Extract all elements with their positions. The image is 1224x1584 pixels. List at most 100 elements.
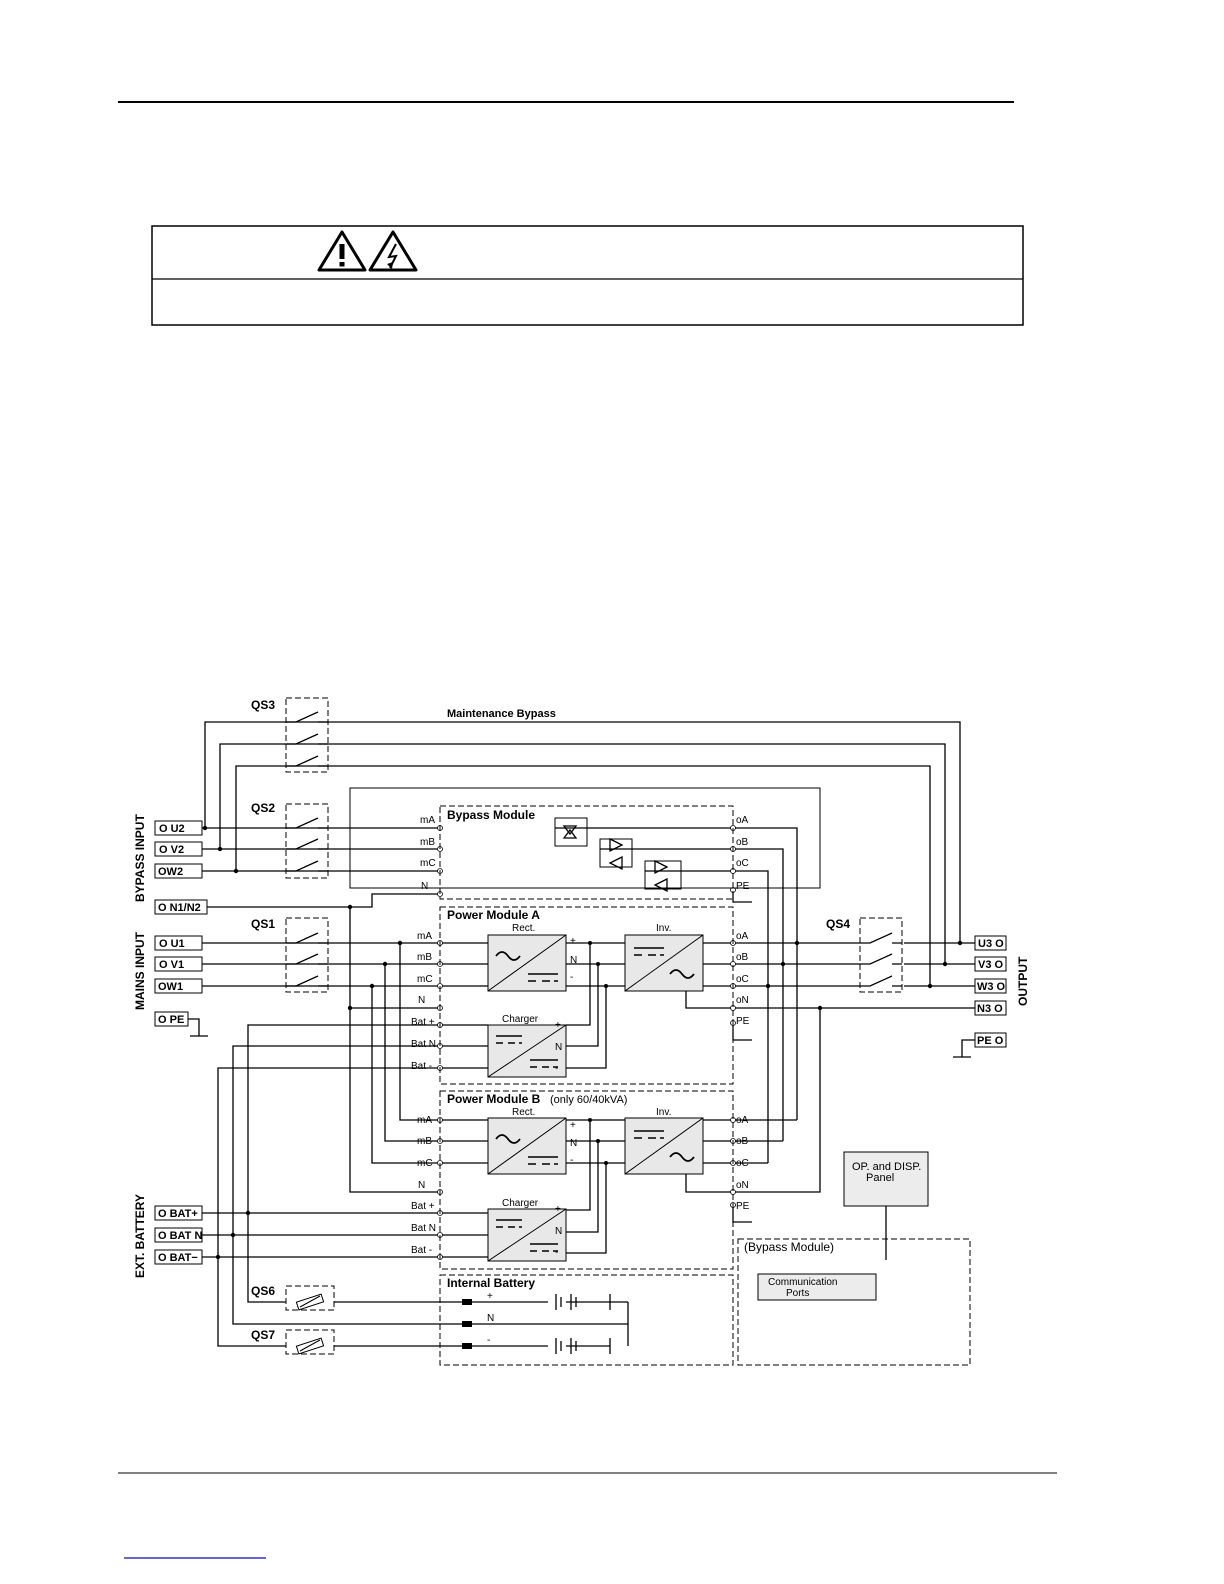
terminal-pe-in: O PE bbox=[158, 1014, 184, 1026]
bypass-in-ma: mA bbox=[420, 815, 435, 826]
bypass-module-ref-label: (Bypass Module) bbox=[744, 1240, 834, 1254]
power-module-b-box bbox=[439, 1090, 734, 1270]
module-b-rectifier bbox=[487, 1117, 567, 1175]
output-label: OUTPUT bbox=[1016, 956, 1030, 1006]
module-b-dc-plus: + bbox=[570, 1120, 576, 1131]
module-a-bat-n: Bat N bbox=[411, 1039, 436, 1050]
internal-battery-minus: - bbox=[487, 1335, 490, 1346]
bypass-input-label: BYPASS INPUT bbox=[133, 814, 147, 902]
warning-box bbox=[151, 225, 1024, 326]
module-a-charger-label: Charger bbox=[502, 1014, 539, 1025]
module-b-in-n: N bbox=[418, 1180, 425, 1191]
switch-qs2[interactable] bbox=[285, 803, 329, 879]
module-a-out-pe: PE bbox=[736, 1016, 750, 1027]
module-b-charger bbox=[487, 1208, 567, 1262]
module-a-rectifier bbox=[487, 934, 567, 992]
output-terminal-boxes bbox=[974, 935, 1007, 1048]
module-a-dc-n: N bbox=[570, 955, 577, 966]
module-b-in-mc: mC bbox=[417, 1158, 433, 1169]
module-b-inv-label: Inv. bbox=[656, 1107, 671, 1118]
module-a-in-ma: mA bbox=[417, 931, 432, 942]
module-a-inverter bbox=[624, 934, 704, 992]
module-a-bat-plus: Bat + bbox=[411, 1017, 435, 1028]
module-b-in-mb: mB bbox=[417, 1136, 432, 1147]
module-b-bat-plus: Bat + bbox=[411, 1201, 435, 1212]
switch-qs3[interactable] bbox=[285, 697, 329, 773]
wiring bbox=[188, 721, 975, 1354]
comm-ports-line2: Ports bbox=[786, 1288, 809, 1299]
terminal-w2: OW2 bbox=[158, 866, 183, 878]
bypass-thyristors bbox=[554, 817, 682, 893]
terminal-u1: O U1 bbox=[159, 938, 185, 950]
module-b-in-ma: mA bbox=[417, 1115, 432, 1126]
module-a-in-n: N bbox=[418, 995, 425, 1006]
fuse-switch-qs7[interactable] bbox=[285, 1329, 335, 1355]
terminal-bat-minus: O BAT− bbox=[158, 1252, 198, 1264]
bypass-in-n: N bbox=[421, 881, 428, 892]
module-a-in-mc: mC bbox=[417, 974, 433, 985]
module-b-dc-n: N bbox=[570, 1138, 577, 1149]
internal-battery-plus: + bbox=[487, 1291, 493, 1302]
module-a-bat-minus: Bat - bbox=[411, 1061, 432, 1072]
ext-battery-label: EXT. BATTERY bbox=[133, 1194, 147, 1278]
qs6-label: QS6 bbox=[251, 1284, 275, 1298]
qs4-label: QS4 bbox=[826, 917, 850, 931]
module-a-chg-n: N bbox=[555, 1042, 562, 1053]
switch-qs1[interactable] bbox=[285, 917, 329, 993]
internal-battery-box bbox=[439, 1274, 734, 1366]
module-b-out-on: oN bbox=[736, 1180, 749, 1191]
fuse-switch-qs6[interactable] bbox=[285, 1285, 335, 1311]
module-b-dc-minus: - bbox=[570, 1155, 573, 1166]
module-b-out-oa: oA bbox=[736, 1115, 749, 1126]
power-module-a-box bbox=[439, 906, 734, 1085]
bypass-in-mc: mC bbox=[420, 858, 436, 869]
op-disp-panel-box[interactable] bbox=[843, 1151, 929, 1207]
internal-battery-title: Internal Battery bbox=[447, 1276, 535, 1290]
module-a-inv-label: Inv. bbox=[656, 923, 671, 934]
module-b-charger-label: Charger bbox=[502, 1198, 539, 1209]
module-b-inverter bbox=[624, 1117, 704, 1175]
bypass-module-box bbox=[439, 805, 734, 900]
module-a-title: Power Module A bbox=[447, 908, 540, 922]
op-panel-line2: Panel bbox=[866, 1172, 894, 1184]
mains-input-label: MAINS INPUT bbox=[133, 931, 147, 1010]
module-a-out-ob: oB bbox=[736, 952, 749, 963]
module-b-title: Power Module B bbox=[447, 1092, 541, 1106]
terminal-v3: V3 O bbox=[978, 959, 1004, 971]
electric-hazard-icon bbox=[368, 230, 418, 272]
bypass-out-ob: oB bbox=[736, 837, 749, 848]
module-a-out-oa: oA bbox=[736, 931, 749, 942]
bypass-in-mb: mB bbox=[420, 837, 435, 848]
terminal-w3: W3 O bbox=[977, 981, 1006, 993]
terminal-u3: U3 O bbox=[978, 938, 1004, 950]
bypass-out-oc: oC bbox=[736, 858, 749, 869]
bypass-out-pe: PE bbox=[736, 881, 750, 892]
warning-triangle-icon bbox=[317, 230, 367, 272]
module-b-bat-minus: Bat - bbox=[411, 1245, 432, 1256]
terminal-u2: O U2 bbox=[159, 823, 185, 835]
module-a-out-oc: oC bbox=[736, 974, 749, 985]
module-a-dc-plus: + bbox=[570, 936, 576, 947]
terminal-n3: N3 O bbox=[977, 1003, 1003, 1015]
module-a-in-mb: mB bbox=[417, 952, 432, 963]
module-b-out-ob: oB bbox=[736, 1136, 749, 1147]
qs1-label: QS1 bbox=[251, 917, 275, 931]
module-b-title-note: (only 60/40kVA) bbox=[550, 1094, 627, 1106]
module-a-chg-minus: - bbox=[555, 1063, 558, 1074]
internal-battery-n: N bbox=[487, 1313, 494, 1324]
terminal-bat-plus: O BAT+ bbox=[158, 1208, 198, 1220]
module-b-out-pe: PE bbox=[736, 1201, 750, 1212]
module-a-charger bbox=[487, 1024, 567, 1078]
module-a-chg-plus: + bbox=[555, 1020, 561, 1031]
input-terminal-boxes bbox=[154, 820, 208, 1265]
terminal-n1-n2: O N1/N2 bbox=[158, 902, 201, 914]
switch-qs4[interactable] bbox=[859, 917, 903, 993]
comm-ports-box[interactable] bbox=[757, 1273, 877, 1301]
op-panel-line1: OP. and DISP. bbox=[852, 1161, 921, 1173]
internal-battery-plugs bbox=[462, 1299, 472, 1349]
qs7-label: QS7 bbox=[251, 1328, 275, 1342]
module-a-rect-label: Rect. bbox=[512, 923, 535, 934]
qs3-label: QS3 bbox=[251, 698, 275, 712]
module-b-chg-n: N bbox=[555, 1226, 562, 1237]
comm-ports-line1: Communication bbox=[768, 1277, 837, 1288]
